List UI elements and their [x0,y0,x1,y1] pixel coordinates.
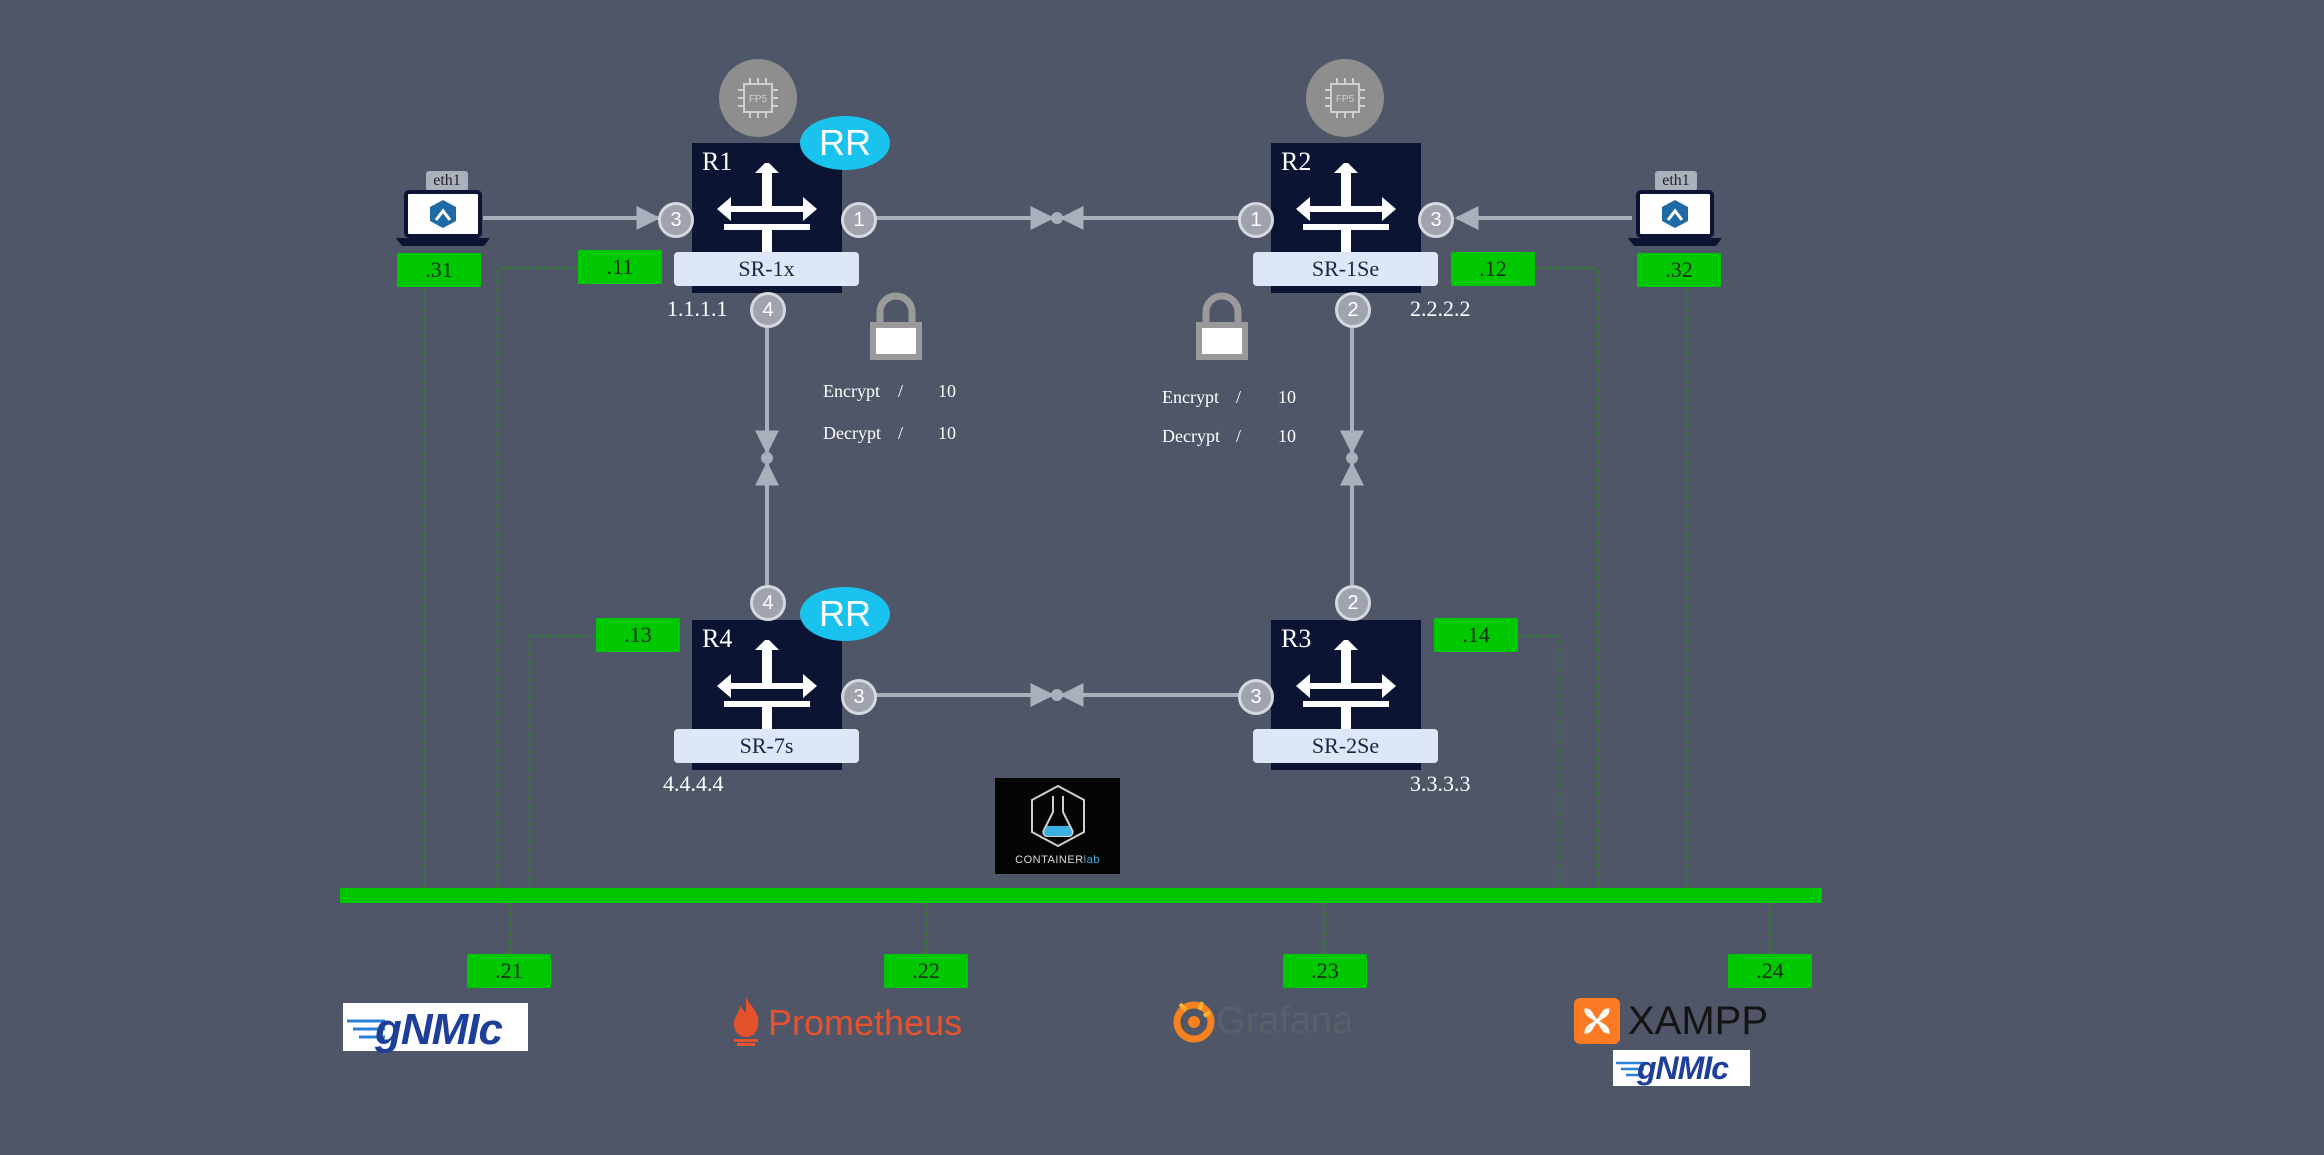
lock-icon [1196,292,1248,360]
router-loopback: 2.2.2.2 [1410,296,1471,321]
port-r4-right[interactable]: 3 [841,679,877,715]
mgmt-drop-r1 [497,267,577,888]
router-model: SR-2Se [1253,729,1438,763]
link-midpoint [761,452,773,464]
containerlab-text-lab: lab [1083,854,1100,866]
router-model: SR-1Se [1253,252,1438,286]
fp5-chip-icon: FP5 [719,59,797,137]
grafana-logo-icon [1173,1001,1215,1043]
containerlab-logo: CONTAINERlab [995,778,1120,874]
port-r2-bottom[interactable]: 2 [1335,292,1371,328]
encrypt-value: 10 [938,381,956,401]
router-model: SR-7s [674,729,859,763]
speed-lines-icon [1616,1061,1644,1077]
port-r2-left[interactable]: 1 [1238,202,1274,238]
fp5-chip-icon: FP5 [1306,59,1384,137]
router-id: R2 [1281,147,1312,176]
mgmt-drop-r3 [1518,635,1561,888]
encrypt-separator: / [1236,387,1242,407]
mgmt-ip-tag: .31 [397,253,481,287]
gnmic-text: gNMIc [375,1005,503,1054]
gnmic-logo: gNMIc [1613,1050,1750,1086]
host-interface-label: eth1 [1655,171,1697,191]
containerlab-wordmark: CONTAINERlab [995,854,1120,866]
mgmt-ip-tag: .22 [884,954,968,988]
mgmt-drop-r2 [1536,267,1599,888]
decrypt-separator: / [898,423,904,443]
router-loopback: 1.1.1.1 [667,296,728,321]
mgmt-bus [340,888,1822,903]
encrypt-label: Encrypt [1162,387,1219,407]
port-r4-top[interactable]: 4 [750,585,786,621]
port-r2-right[interactable]: 3 [1418,202,1454,238]
decrypt-label: Decrypt [1162,426,1220,446]
router-id: R4 [702,624,733,653]
speed-lines-icon [347,1019,385,1039]
route-reflector-badge: RR [800,587,890,641]
route-reflector-badge: RR [800,116,890,170]
mgmt-ip-tag: .24 [1728,954,1812,988]
laptop-icon[interactable] [1628,190,1722,248]
router-model: SR-1x [674,252,859,286]
port-r1-bottom[interactable]: 4 [750,292,786,328]
router-loopback: 3.3.3.3 [1410,771,1471,796]
mgmt-ip-tag: .11 [578,250,662,284]
encrypt-separator: / [898,381,904,401]
link-midpoint [1051,212,1063,224]
xampp-logo-icon [1574,998,1620,1044]
prometheus-flame-icon [733,997,759,1046]
mgmt-drop-r4 [529,635,597,888]
mgmt-ip-tag: .13 [596,618,680,652]
port-r3-top[interactable]: 2 [1335,585,1371,621]
mgmt-ip-tag: .32 [1637,253,1721,287]
gnmic-text: gNMIc [1637,1050,1729,1086]
encrypt-value: 10 [1278,387,1296,407]
laptop-icon[interactable] [396,190,490,248]
lock-icon [870,292,922,360]
prometheus-text: Prometheus [768,1002,963,1043]
fp5-label: FP5 [749,94,768,105]
fp5-label: FP5 [1336,94,1355,105]
link-midpoint [1346,452,1358,464]
decrypt-value: 10 [1278,426,1296,446]
gnmic-logo: gNMIc [343,1003,528,1054]
host-interface-label: eth1 [426,171,468,191]
port-r1-right[interactable]: 1 [841,202,877,238]
mgmt-ip-tag: .21 [467,954,551,988]
port-r3-left[interactable]: 3 [1238,679,1274,715]
grafana-text: Grafana [1216,1000,1354,1042]
encrypt-label: Encrypt [823,381,880,401]
router-loopback: 4.4.4.4 [663,771,724,796]
xampp-text: XAMPP [1628,999,1769,1043]
containerlab-text: CONTAINER [1015,854,1084,866]
decrypt-separator: / [1236,426,1242,446]
decrypt-value: 10 [938,423,956,443]
containerlab-flask-icon [1031,784,1085,848]
port-r1-left[interactable]: 3 [658,202,694,238]
mgmt-ip-tag: .12 [1451,252,1535,286]
router-id: R3 [1281,624,1312,653]
link-midpoint [1051,689,1063,701]
mgmt-ip-tag: .14 [1434,618,1518,652]
mgmt-ip-tag: .23 [1283,954,1367,988]
router-id: R1 [702,147,733,176]
decrypt-label: Decrypt [823,423,881,443]
